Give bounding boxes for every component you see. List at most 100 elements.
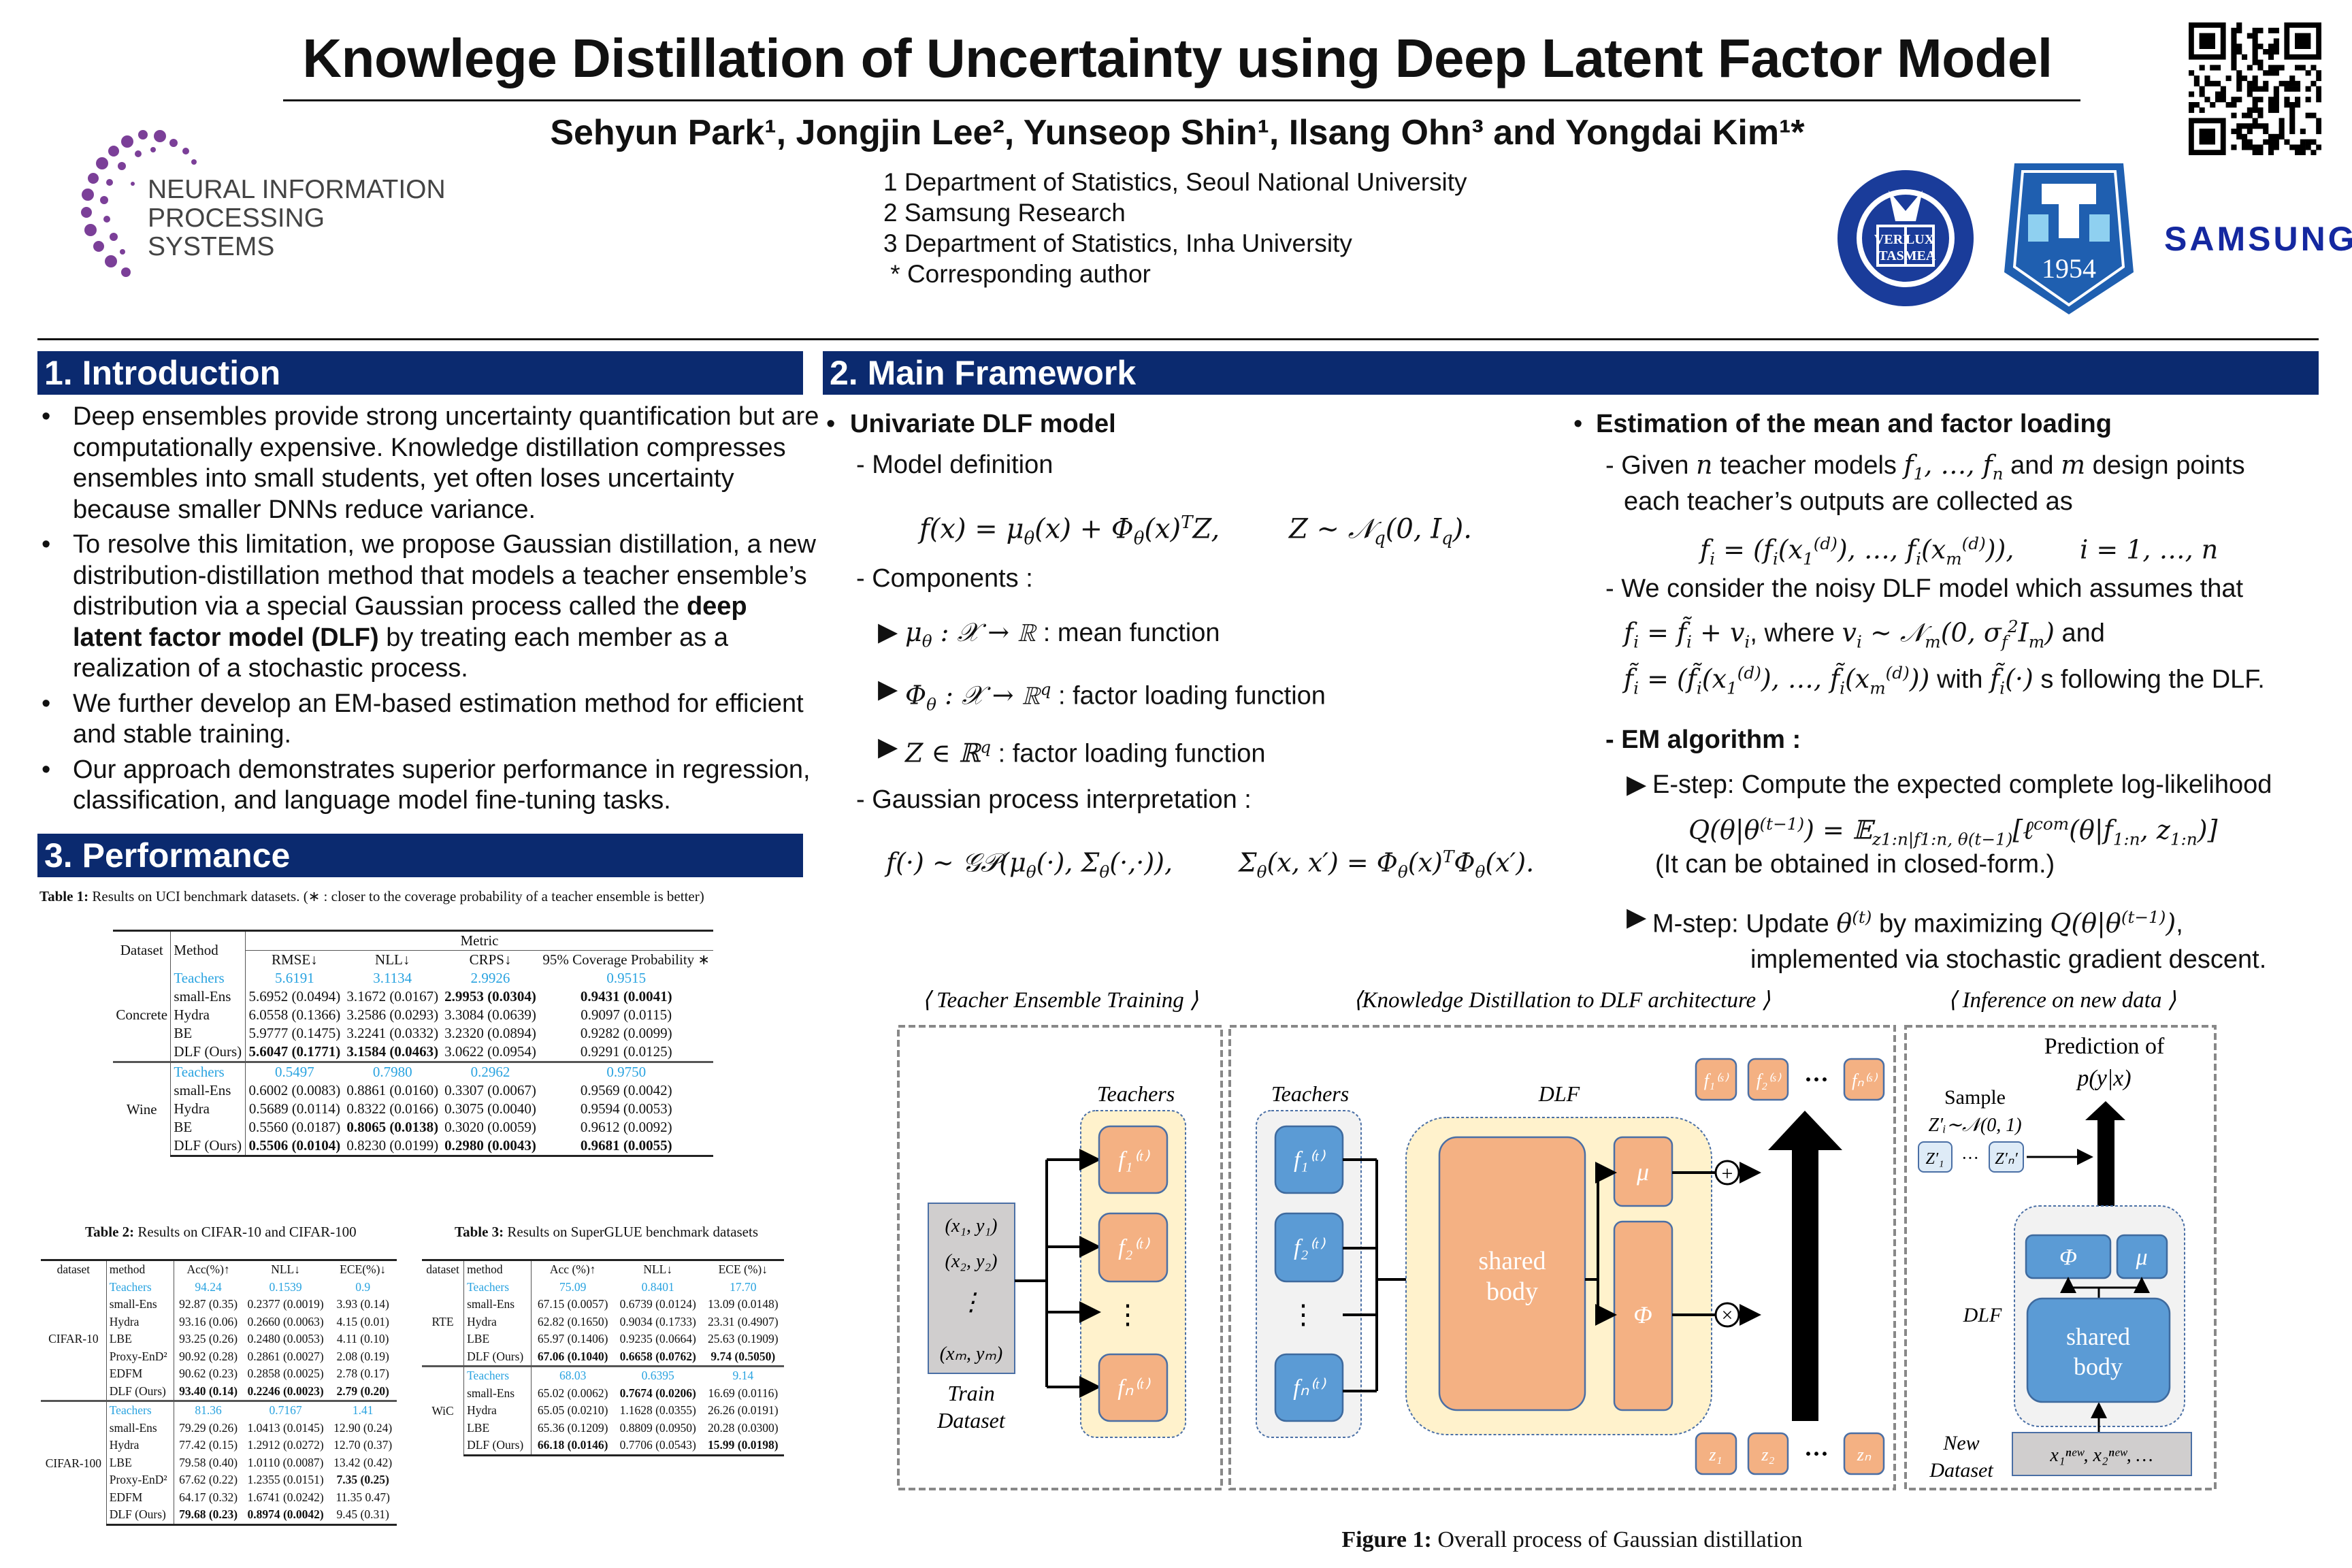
shared-body-label: body xyxy=(1486,1277,1538,1306)
method-cell: EDFM xyxy=(106,1365,175,1383)
value-text: 0.8861 (0.0160) xyxy=(346,1082,439,1098)
panel-title-distillation: ⟨Knowledge Distillation to DLF architect… xyxy=(1354,988,1771,1013)
value-text: 79.29 (0.26) xyxy=(179,1420,238,1435)
method-cell: Hydra xyxy=(170,1006,246,1024)
component-loading: Φθ : 𝒳 → ℝq : factor loading function xyxy=(905,674,1326,720)
value-cell: 0.2962 xyxy=(441,1061,540,1081)
table2-caption: Table 2: Results on CIFAR-10 and CIFAR-1… xyxy=(85,1224,357,1241)
formula-part: (d) xyxy=(1885,663,1910,683)
formula-part: i xyxy=(1633,678,1639,698)
method-cell: Teachers xyxy=(106,1278,175,1296)
formula-part: , …, f xyxy=(1924,450,1993,480)
formula-part: m xyxy=(2061,450,2086,480)
formula-part: + v xyxy=(1691,617,1745,648)
value-text: 5.6952 (0.0494) xyxy=(248,988,341,1004)
panel-title-inference: ⟨ Inference on new data ⟩ xyxy=(1948,988,2176,1013)
value-text: 65.97 (0.1406) xyxy=(537,1332,608,1346)
value-cell: 0.7167 xyxy=(242,1400,329,1420)
value-cell: 3.2586 (0.0293) xyxy=(344,1006,442,1024)
label-em: - EM algorithm : xyxy=(1605,725,1801,754)
formula-part: : factor loading function xyxy=(991,739,1266,768)
formula-part: , where xyxy=(1750,619,1842,648)
value-text: 4.11 (0.10) xyxy=(336,1332,389,1346)
value-text: 0.9097 (0.0115) xyxy=(581,1007,672,1023)
up-arrow-icon xyxy=(2085,1101,2125,1226)
inha-logo: 1954 xyxy=(2001,157,2137,320)
subsection-title: Estimation of the mean and factor loadin… xyxy=(1596,410,2112,438)
header-divider xyxy=(37,338,2319,340)
value-text: 4.15 (0.01) xyxy=(336,1314,389,1328)
value-cell: 0.5689 (0.0114) xyxy=(245,1100,343,1118)
formula-part: Q(θ|θ xyxy=(2050,908,2121,938)
caption-text: Results on CIFAR-10 and CIFAR-100 xyxy=(134,1224,357,1240)
new-dataset-label: Dataset xyxy=(1929,1459,1993,1482)
formula-part: (d) xyxy=(1961,534,1986,553)
formula-part: i xyxy=(1696,678,1702,698)
method-cell: Hydra xyxy=(106,1437,175,1454)
qr-code[interactable] xyxy=(2189,22,2322,156)
method-cell: small-Ens xyxy=(170,987,246,1006)
method-cell: Hydra xyxy=(463,1402,532,1420)
value-cell: 65.97 (0.1406) xyxy=(532,1330,614,1348)
method-cell: DLF (Ours) xyxy=(106,1506,175,1526)
value-cell: 9.14 xyxy=(702,1365,784,1385)
value-cell: 93.40 (0.14) xyxy=(174,1383,242,1401)
formula-part: [ℓ xyxy=(2012,815,2034,845)
value-text: 3.1672 (0.0167) xyxy=(346,988,439,1004)
value-cell: 79.68 (0.23) xyxy=(174,1506,242,1526)
value-cell: 0.1539 xyxy=(242,1279,329,1296)
value-text: 0.7674 (0.0206) xyxy=(619,1386,696,1400)
arrow-bullet-icon: ▶ xyxy=(1627,770,1647,799)
value-text: 2.79 (0.20) xyxy=(336,1384,389,1398)
neurips-logo: NEURAL INFORMATION PROCESSING SYSTEMS xyxy=(71,122,453,293)
method-cell: Teachers xyxy=(170,969,246,987)
value-cell: 3.2241 (0.0332) xyxy=(344,1024,442,1043)
formula-part: i xyxy=(1840,678,1845,698)
value-cell: 67.62 (0.22) xyxy=(174,1471,242,1489)
teacher-label: fₙ⁽ᵗ⁾ xyxy=(1293,1375,1326,1401)
value-text: 0.7706 (0.0543) xyxy=(619,1438,696,1452)
value-cell: 2.79 (0.20) xyxy=(329,1383,397,1401)
student-label: f₁⁽ˢ⁾ xyxy=(1704,1071,1729,1090)
formula-part: (·,·)), Σ xyxy=(1109,847,1257,878)
formula-part: i xyxy=(1916,549,1921,569)
formula-part: z1:n|f1:n, θ(t−1) xyxy=(1872,829,2013,849)
title-underline xyxy=(283,99,2080,101)
value-cell: 13.09 (0.0148) xyxy=(702,1296,784,1313)
formula-part: 1:n xyxy=(2170,829,2198,849)
value-cell: 0.9569 (0.0042) xyxy=(539,1081,713,1100)
latent-label: z₁ xyxy=(1708,1445,1722,1465)
intro-bullet: To resolve this limitation, we propose G… xyxy=(42,529,820,685)
label-components: - Components : xyxy=(856,564,1033,593)
value-text: 0.6658 (0.0762) xyxy=(619,1349,696,1363)
value-text: 3.2320 (0.0894) xyxy=(444,1025,536,1041)
panel-teacher-training xyxy=(897,1025,1223,1490)
formula-part: f̃ xyxy=(1990,664,2000,694)
value-cell: 12.70 (0.37) xyxy=(329,1437,397,1454)
formula-part: com xyxy=(2034,814,2070,834)
formula-part: )) xyxy=(1909,664,1930,694)
value-cell: 90.92 (0.28) xyxy=(174,1348,242,1366)
value-cell: 68.03 xyxy=(531,1365,614,1385)
value-text: 0.2246 (0.0023) xyxy=(247,1384,324,1398)
closed-form-note: (It can be obtained in closed-form.) xyxy=(1655,850,2055,879)
neurips-text: PROCESSING SYSTEMS xyxy=(148,203,325,261)
formula-part: = f̃ xyxy=(1638,617,1687,648)
value-cell: 66.18 (0.0146) xyxy=(531,1437,614,1456)
value-text: 92.87 (0.35) xyxy=(179,1297,238,1311)
value-cell: 0.2861 (0.0027) xyxy=(242,1348,329,1366)
value-cell: 0.6002 (0.0083) xyxy=(245,1081,343,1100)
value-text: 23.31 (0.4907) xyxy=(708,1314,779,1328)
sgd-text: implemented via stochastic gradient desc… xyxy=(1750,945,2267,974)
value-cell: 4.15 (0.01) xyxy=(329,1313,397,1331)
formula-part: f xyxy=(1904,450,1914,480)
formula-part: : mean function xyxy=(1036,619,1220,647)
teacher-model-box xyxy=(1274,1353,1344,1422)
intro-bullet: Deep ensembles provide strong uncertaint… xyxy=(42,402,820,525)
